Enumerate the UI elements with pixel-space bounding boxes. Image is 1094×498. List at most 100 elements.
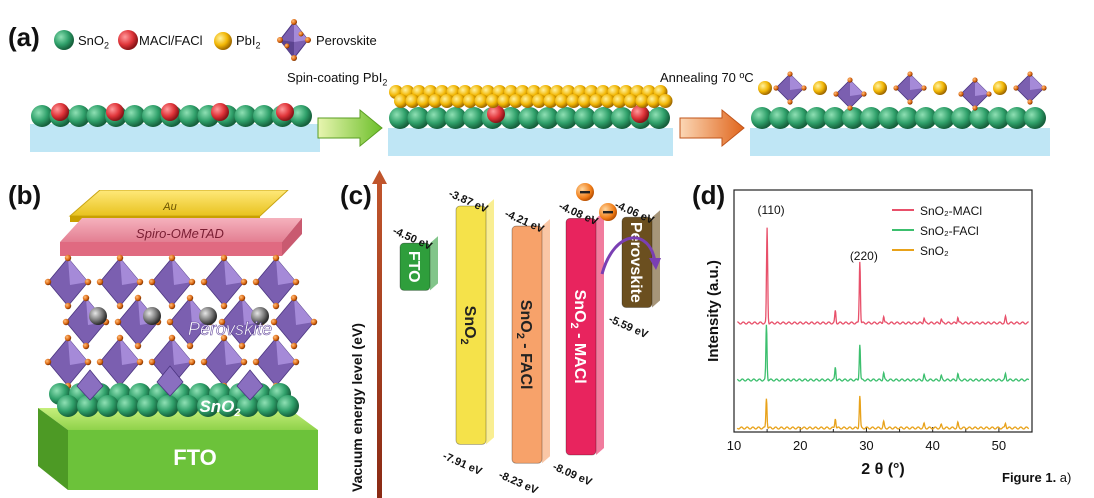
sno2-sphere <box>86 105 109 127</box>
arrow-spin-coating <box>317 108 383 148</box>
macl-sphere <box>106 103 124 121</box>
sno2-sphere <box>179 105 201 127</box>
perovskite-octahedron <box>893 71 927 105</box>
panel-a-label: (a) <box>8 22 40 52</box>
au-layer <box>68 190 289 217</box>
sno2-sphere <box>518 107 541 129</box>
perovskite-octahedron <box>156 365 184 397</box>
macl-sphere <box>276 103 294 121</box>
perovskite-octahedron <box>96 254 144 310</box>
sno2-sphere <box>97 395 119 417</box>
sno2-sphere <box>555 107 578 129</box>
sno2-sphere <box>769 107 792 129</box>
energy-bar-label: SnO2 - FACl <box>514 300 534 390</box>
pbi2-sphere <box>624 94 638 108</box>
energy-level-diagram: Vacuum energy level (eV) FTO-4.50 eVSnO2… <box>349 170 661 498</box>
legend-sno2-sphere <box>54 30 74 50</box>
sno2-sphere <box>500 107 522 129</box>
perovskite-octahedron <box>252 254 300 310</box>
bottom-energy-value: -7.91 eV <box>441 450 484 478</box>
stage2-pbi2-film <box>388 85 673 156</box>
pbi2-sphere <box>417 94 431 108</box>
sno2-sphere <box>142 105 164 127</box>
sno2-sphere <box>1005 107 1028 129</box>
sno2-sphere <box>197 395 219 417</box>
pbi2-sphere <box>933 81 947 95</box>
sno2-sphere <box>277 395 299 417</box>
sno2-sphere <box>123 105 146 127</box>
sno2-sphere <box>157 395 179 417</box>
sno2-sphere <box>463 107 485 129</box>
cation-sphere <box>251 307 269 325</box>
sno2-sphere <box>969 107 992 129</box>
macl-sphere <box>487 105 505 123</box>
sno2-sphere <box>237 395 259 417</box>
legend-macl-sphere <box>118 30 138 50</box>
legend-pbi2-sphere <box>214 32 232 50</box>
sno2-sphere <box>987 107 1010 129</box>
panel-d-label: (d) <box>692 180 726 210</box>
pbi2-sphere <box>486 94 500 108</box>
substrate <box>388 128 673 156</box>
pbi2-sphere <box>873 81 887 95</box>
panel-b-label: (b) <box>8 180 42 210</box>
pbi2-sphere <box>993 81 1007 95</box>
sno2-sphere <box>177 395 199 417</box>
energy-bar-label: Perovskite <box>627 222 644 303</box>
step2-label: Annealing 70 ºC <box>660 70 754 85</box>
sno2-sphere <box>823 107 846 129</box>
x-tick-label: 20 <box>793 438 807 453</box>
sno2-sphere <box>68 105 90 127</box>
perovskite-octahedron <box>773 71 807 105</box>
pbi2-sphere <box>813 81 827 95</box>
energy-bar: Perovskite-4.06 eV-5.59 eV <box>607 199 660 341</box>
pbi2-sphere <box>589 94 604 108</box>
arrow-annealing <box>679 108 745 148</box>
energy-bar-label: SnO2 - MACl <box>568 290 588 384</box>
pbi2-sphere <box>612 94 627 108</box>
pbi2-sphere <box>566 94 581 108</box>
pbi2-sphere <box>601 94 615 108</box>
pbi2-sphere <box>451 94 466 108</box>
sno2-sphere <box>426 107 448 129</box>
stage1-sno2-film <box>30 103 320 152</box>
sno2-sphere <box>878 107 901 129</box>
perovskite-octahedron <box>833 77 867 111</box>
sno2-sphere <box>896 107 919 129</box>
sno2-sphere <box>592 107 615 129</box>
x-tick-label: 30 <box>859 438 873 453</box>
sno2-sphere <box>290 105 312 127</box>
legend-sno2-label: SnO2 <box>78 33 110 51</box>
sno2-sphere <box>537 107 559 129</box>
sno2-sphere <box>951 107 974 129</box>
energy-bar-label: SnO2 <box>458 306 478 345</box>
bottom-energy-value: -5.59 eV <box>607 313 650 341</box>
x-tick-label: 40 <box>925 438 939 453</box>
bottom-energy-value: -8.23 eV <box>497 469 540 497</box>
perovskite-octahedron <box>200 254 248 310</box>
sno2-sphere <box>257 395 279 417</box>
energy-axis-arrowhead <box>372 170 387 184</box>
fto-front-face <box>68 430 318 490</box>
pbi2-sphere <box>509 94 523 108</box>
perovskite-octahedron <box>1013 71 1047 105</box>
sno2-sphere <box>842 107 864 129</box>
legend-label: SnO₂-MACl <box>920 204 982 218</box>
macl-sphere <box>161 103 179 121</box>
sno2-sphere <box>57 395 79 417</box>
sno2-sphere <box>407 107 430 129</box>
panel-c-label: (c) <box>340 180 372 210</box>
pbi2-sphere <box>543 94 558 108</box>
step1-label: Spin-coating PbI2 <box>287 70 388 88</box>
sno2-sphere <box>805 107 828 129</box>
electron-transfer-arrow <box>600 236 657 275</box>
sno2-sphere <box>117 395 139 417</box>
pbi2-sphere <box>658 94 673 108</box>
perovskite-octahedron <box>270 294 318 350</box>
perovskite-octahedron <box>148 334 196 390</box>
pbi2-sphere <box>555 94 569 108</box>
perovskite-layer <box>44 254 318 390</box>
cation-sphere <box>143 307 161 325</box>
sno2-sphere <box>444 107 467 129</box>
sno2-layer <box>49 365 299 417</box>
